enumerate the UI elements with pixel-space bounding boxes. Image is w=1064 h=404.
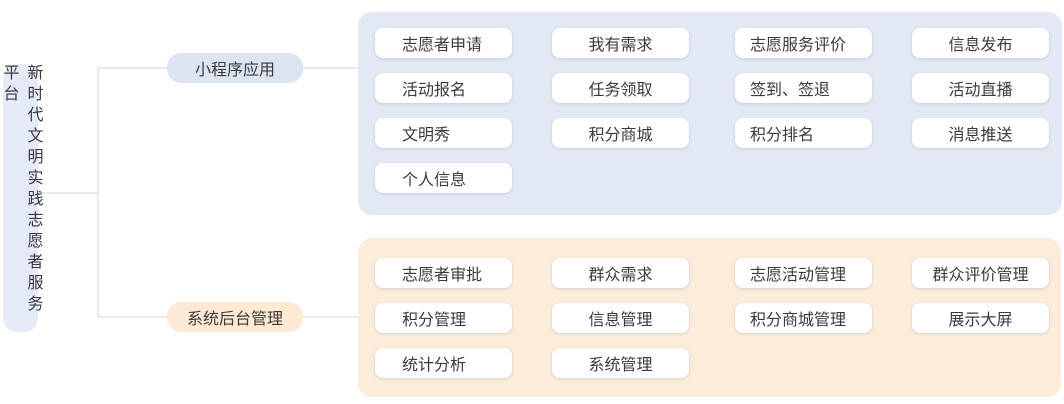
node-item: 我有需求 (552, 28, 689, 58)
node-item: 个人信息 (375, 163, 512, 193)
node-item: 活动报名 (375, 73, 512, 103)
node-item: 任务领取 (552, 73, 689, 103)
node-item: 积分排名 (735, 118, 872, 148)
root-node: 新时代文明实践志愿者服务平台 (1, 64, 42, 332)
node-item: 信息发布 (912, 28, 1049, 58)
node-item: 积分商城 (552, 118, 689, 148)
node-item: 群众需求 (552, 258, 689, 288)
node-item: 消息推送 (912, 118, 1049, 148)
node-item: 志愿服务评价 (735, 28, 872, 58)
node-item: 志愿活动管理 (735, 258, 872, 288)
branch-label-backend: 系统后台管理 (167, 302, 303, 332)
connector-path (38, 67, 358, 318)
node-item: 积分管理 (375, 303, 512, 333)
node-item: 展示大屏 (912, 303, 1049, 333)
node-item: 文明秀 (375, 118, 512, 148)
node-item: 签到、签退 (735, 73, 872, 103)
node-item: 统计分析 (375, 348, 512, 378)
node-item: 系统管理 (552, 348, 689, 378)
node-item: 信息管理 (552, 303, 689, 333)
node-item: 积分商城管理 (735, 303, 872, 333)
node-item: 群众评价管理 (912, 258, 1049, 288)
node-item: 志愿者审批 (375, 258, 512, 288)
panel-miniprogram: 志愿者申请 我有需求 志愿服务评价 信息发布 活动报名 任务领取 签到、签退 活… (358, 12, 1062, 215)
node-item: 活动直播 (912, 73, 1049, 103)
node-item: 志愿者申请 (375, 28, 512, 58)
branch-label-miniprogram: 小程序应用 (167, 53, 303, 83)
panel-backend: 志愿者审批 群众需求 志愿活动管理 群众评价管理 积分管理 信息管理 积分商城管… (358, 238, 1061, 397)
